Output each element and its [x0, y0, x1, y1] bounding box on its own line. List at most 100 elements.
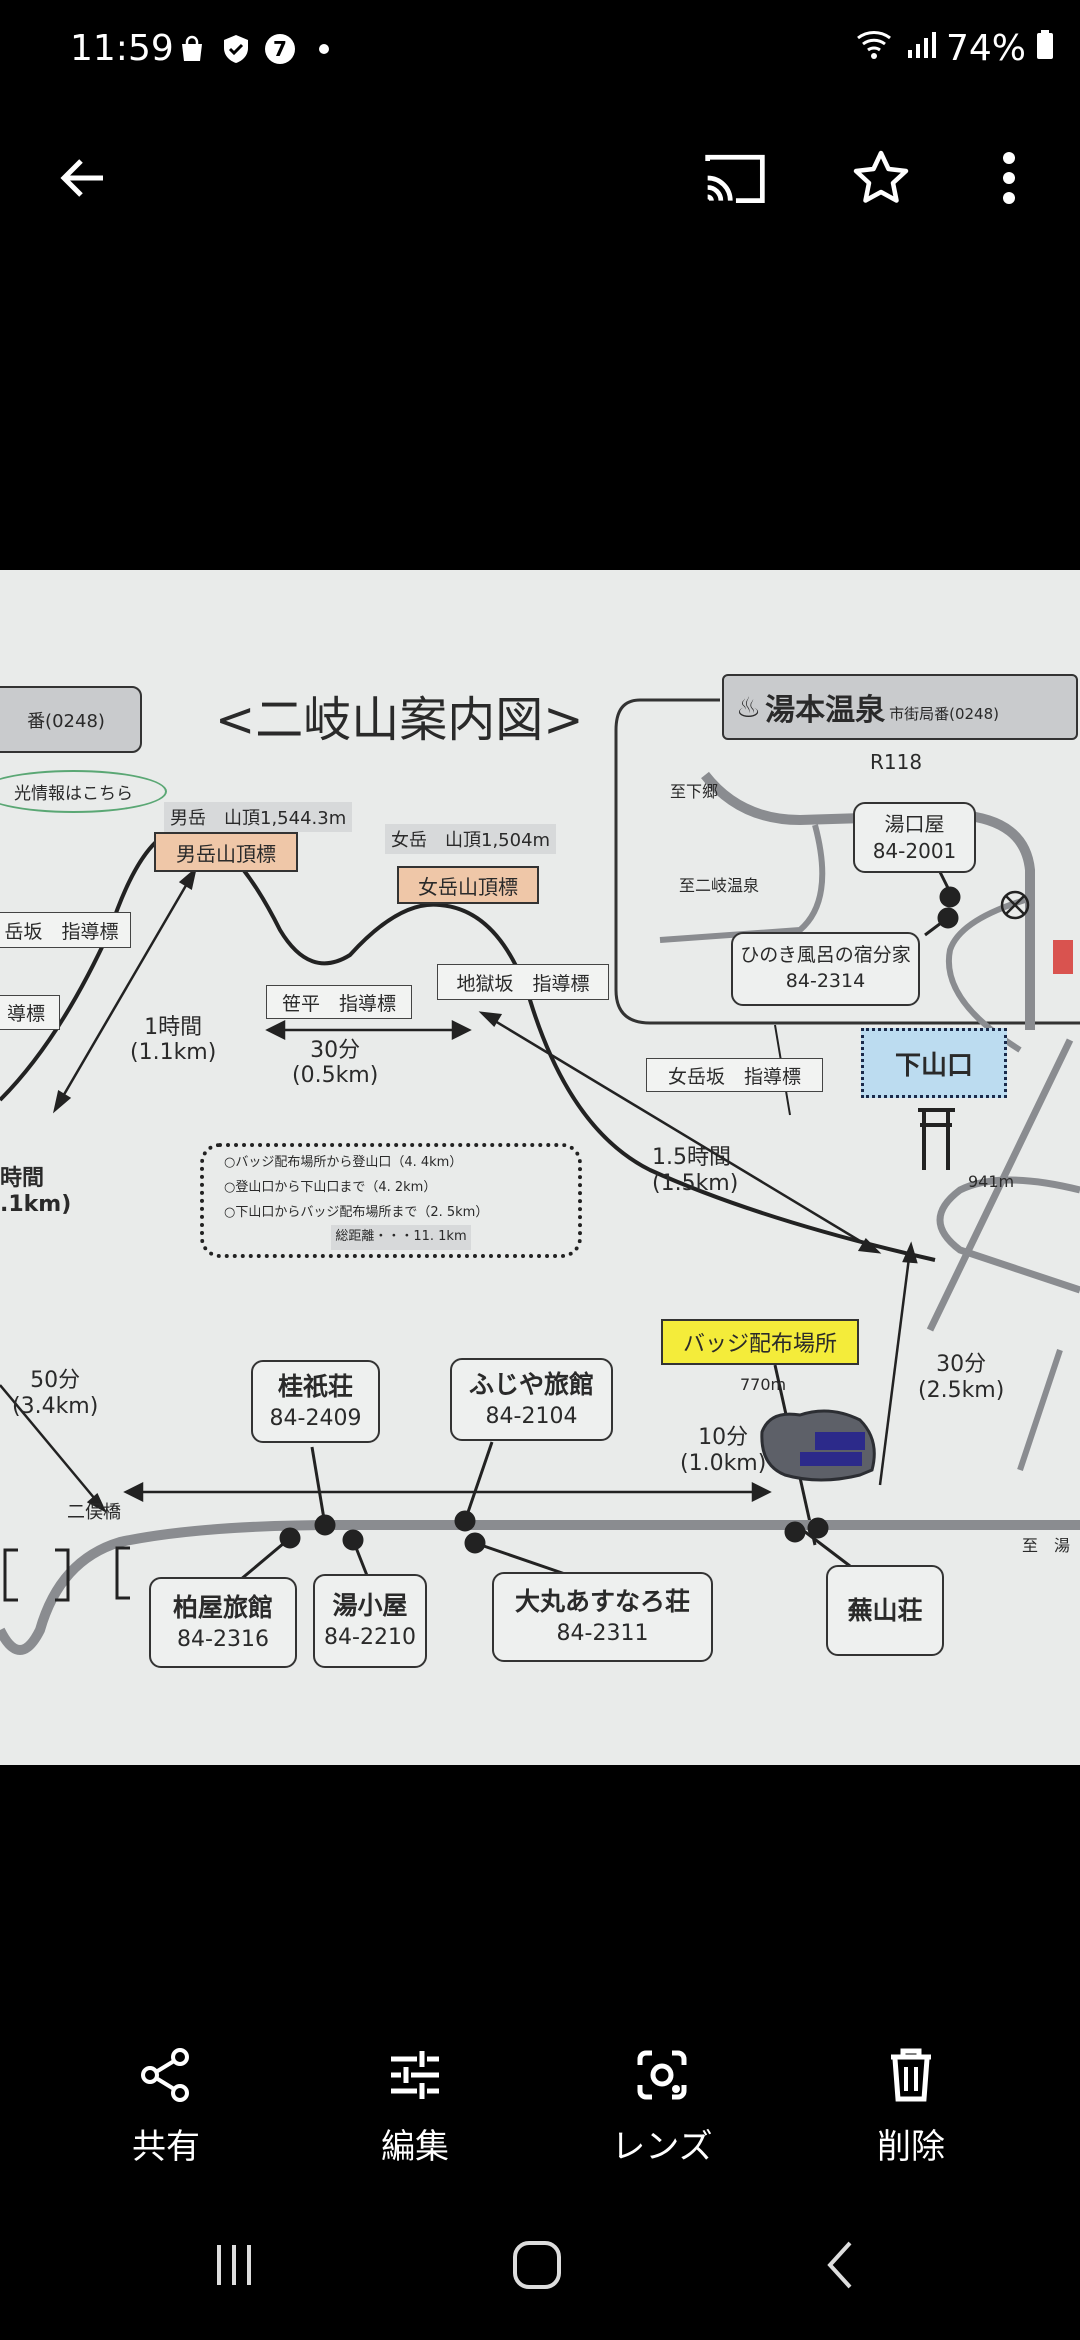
- inn-yugoya: 湯小屋 84-2210: [313, 1574, 427, 1668]
- system-status: 74%: [856, 28, 1054, 69]
- to-yu-label: 至 湯: [1022, 1536, 1071, 1555]
- time-value: 10分: [698, 1425, 749, 1450]
- back-button[interactable]: [50, 145, 116, 211]
- more-options-button[interactable]: [976, 145, 1042, 211]
- time-label-2: 30分(0.5km): [292, 1038, 378, 1089]
- time-value: 時間: [0, 1166, 45, 1191]
- edit-button[interactable]: 編集: [335, 2045, 495, 2168]
- left-scroll-banner: 番(0248): [0, 686, 142, 753]
- time-label-1: 1時間(1.1km): [130, 1015, 216, 1066]
- distance-value: .1km): [0, 1192, 72, 1218]
- inn-phone: 84-2104: [485, 1403, 578, 1429]
- status-bar: 11:59 7 74%: [0, 0, 1080, 100]
- info-ellipse: 光情報はこちら: [0, 770, 167, 813]
- elevation-770: 770m: [740, 1375, 787, 1394]
- map-title: <二岐山案内図>: [215, 692, 584, 748]
- distance-value: (1.1km): [130, 1040, 217, 1066]
- sign-dohyo: 導標: [0, 995, 60, 1030]
- wifi-icon: [856, 28, 896, 69]
- route-label: R118: [870, 750, 923, 774]
- seven-eleven-icon: 7: [263, 32, 297, 66]
- total-distance: 総距離・・・11. 1km: [331, 1225, 471, 1250]
- battery-percent: 74%: [945, 28, 1026, 69]
- time-value: 50分: [30, 1368, 81, 1393]
- inn-phone: 84-2001: [872, 838, 957, 863]
- yumoto-title: 湯本温泉: [765, 693, 886, 728]
- edit-sliders-icon: [391, 2051, 439, 2099]
- cast-button[interactable]: [702, 145, 768, 211]
- inn-kabusanso: 蕪山荘: [826, 1565, 944, 1656]
- lens-label: レンズ: [611, 2127, 713, 2167]
- recents-icon: [217, 2245, 251, 2285]
- edit-label: 編集: [381, 2127, 449, 2167]
- status-time: 11:59: [70, 28, 174, 69]
- inn-hinoki-bunke: ひのき風呂の宿分家 84-2314: [731, 932, 920, 1006]
- info-line: ○登山口から下山口まで（4. 2km）: [224, 1179, 437, 1195]
- badge-pin: [760, 1409, 876, 1482]
- info-ellipse-text: 光情報はこちら: [14, 784, 133, 804]
- home-icon: [513, 2241, 561, 2289]
- elevation-941: 941m: [968, 1172, 1015, 1191]
- distance-value: (1.0km): [680, 1451, 767, 1477]
- sign-metakezaka: 女岳坂 指導標: [646, 1058, 823, 1092]
- lens-button[interactable]: レンズ: [582, 2045, 742, 2168]
- inn-fujiya: ふじや旅館 84-2104: [450, 1358, 613, 1441]
- inn-phone: 84-2409: [269, 1405, 362, 1431]
- more-vert-icon: [1003, 152, 1015, 204]
- to-futamata-label: 至二岐温泉: [679, 876, 760, 895]
- inn-phone: 84-2210: [324, 1625, 416, 1651]
- badge-distribution-place: バッジ配布場所: [661, 1319, 859, 1365]
- inn-name: 湯小屋: [332, 1591, 408, 1621]
- signal-icon: [906, 28, 936, 69]
- inn-phone: 84-2314: [785, 970, 866, 992]
- time-label-5: 50分(3.4km): [12, 1368, 98, 1421]
- to-shimogo-label: 至下郷: [670, 782, 719, 801]
- gezanguchi-exit: 下山口: [861, 1028, 1007, 1098]
- metake-summit-marker: 女岳山頂標: [397, 866, 539, 904]
- distance-value: (1.5km): [652, 1171, 739, 1197]
- time-label-4: 時間.1km): [0, 1166, 71, 1219]
- shopping-bag-icon: [175, 32, 209, 66]
- otake-summit-label: 男岳 山頂1,544.3m: [164, 802, 353, 832]
- sign-jigokuzaka: 地獄坂 指導標: [437, 964, 609, 1000]
- time-value: 1.5時間: [652, 1145, 731, 1170]
- time-label-7: 10分(1.0km): [680, 1425, 766, 1478]
- hot-spring-icon: ♨: [736, 690, 762, 724]
- star-icon: [853, 150, 909, 203]
- distance-value: (0.5km): [292, 1063, 379, 1089]
- cast-icon: [705, 154, 765, 203]
- distance-value: (2.5km): [918, 1378, 1005, 1404]
- inn-name: 蕪山荘: [847, 1595, 923, 1625]
- trash-icon: [891, 2048, 931, 2102]
- svg-text:7: 7: [273, 37, 287, 61]
- inn-phone: 84-2316: [177, 1626, 269, 1652]
- share-button[interactable]: 共有: [86, 2045, 246, 2168]
- inn-name: 大丸あすなろ荘: [514, 1587, 690, 1617]
- favorite-button[interactable]: [848, 145, 914, 211]
- shield-check-icon: [219, 32, 253, 66]
- back-icon: [827, 2241, 852, 2289]
- metake-summit-label: 女岳 山頂1,504m: [385, 824, 557, 854]
- delete-label: 削除: [877, 2127, 945, 2167]
- inn-name: 湯口屋: [884, 811, 945, 836]
- inn-name: ふじや旅館: [468, 1369, 594, 1399]
- home-button[interactable]: [502, 2235, 572, 2295]
- recents-button[interactable]: [199, 2235, 269, 2295]
- otake-summit-marker: 男岳山頂標: [154, 832, 298, 872]
- share-label: 共有: [132, 2127, 200, 2167]
- time-label-3: 1.5時間(1.5km): [652, 1145, 738, 1198]
- route-distance-info: ○バッジ配布場所から登山口（4. 4km） ○登山口から下山口まで（4. 2km…: [200, 1143, 582, 1258]
- yumoto-onsen-banner: ♨ 湯本温泉 市街局番(0248): [722, 674, 1078, 740]
- delete-button[interactable]: 削除: [831, 2045, 991, 2168]
- photo-viewer-image[interactable]: 番(0248) 光情報はこちら <二岐山案内図> 男岳 山頂1,544.3m 男…: [0, 570, 1080, 1765]
- time-value: 1時間: [144, 1015, 203, 1040]
- system-back-button[interactable]: [805, 2235, 875, 2295]
- yumoto-area-code: 市街局番(0248): [889, 705, 999, 723]
- back-arrow-icon: [60, 159, 103, 197]
- info-line: ○バッジ配布場所から登山口（4. 4km）: [224, 1155, 463, 1171]
- notification-icons: 7: [175, 32, 341, 66]
- inn-name: ひのき風呂の宿分家: [740, 944, 911, 967]
- dot-icon: [307, 32, 341, 66]
